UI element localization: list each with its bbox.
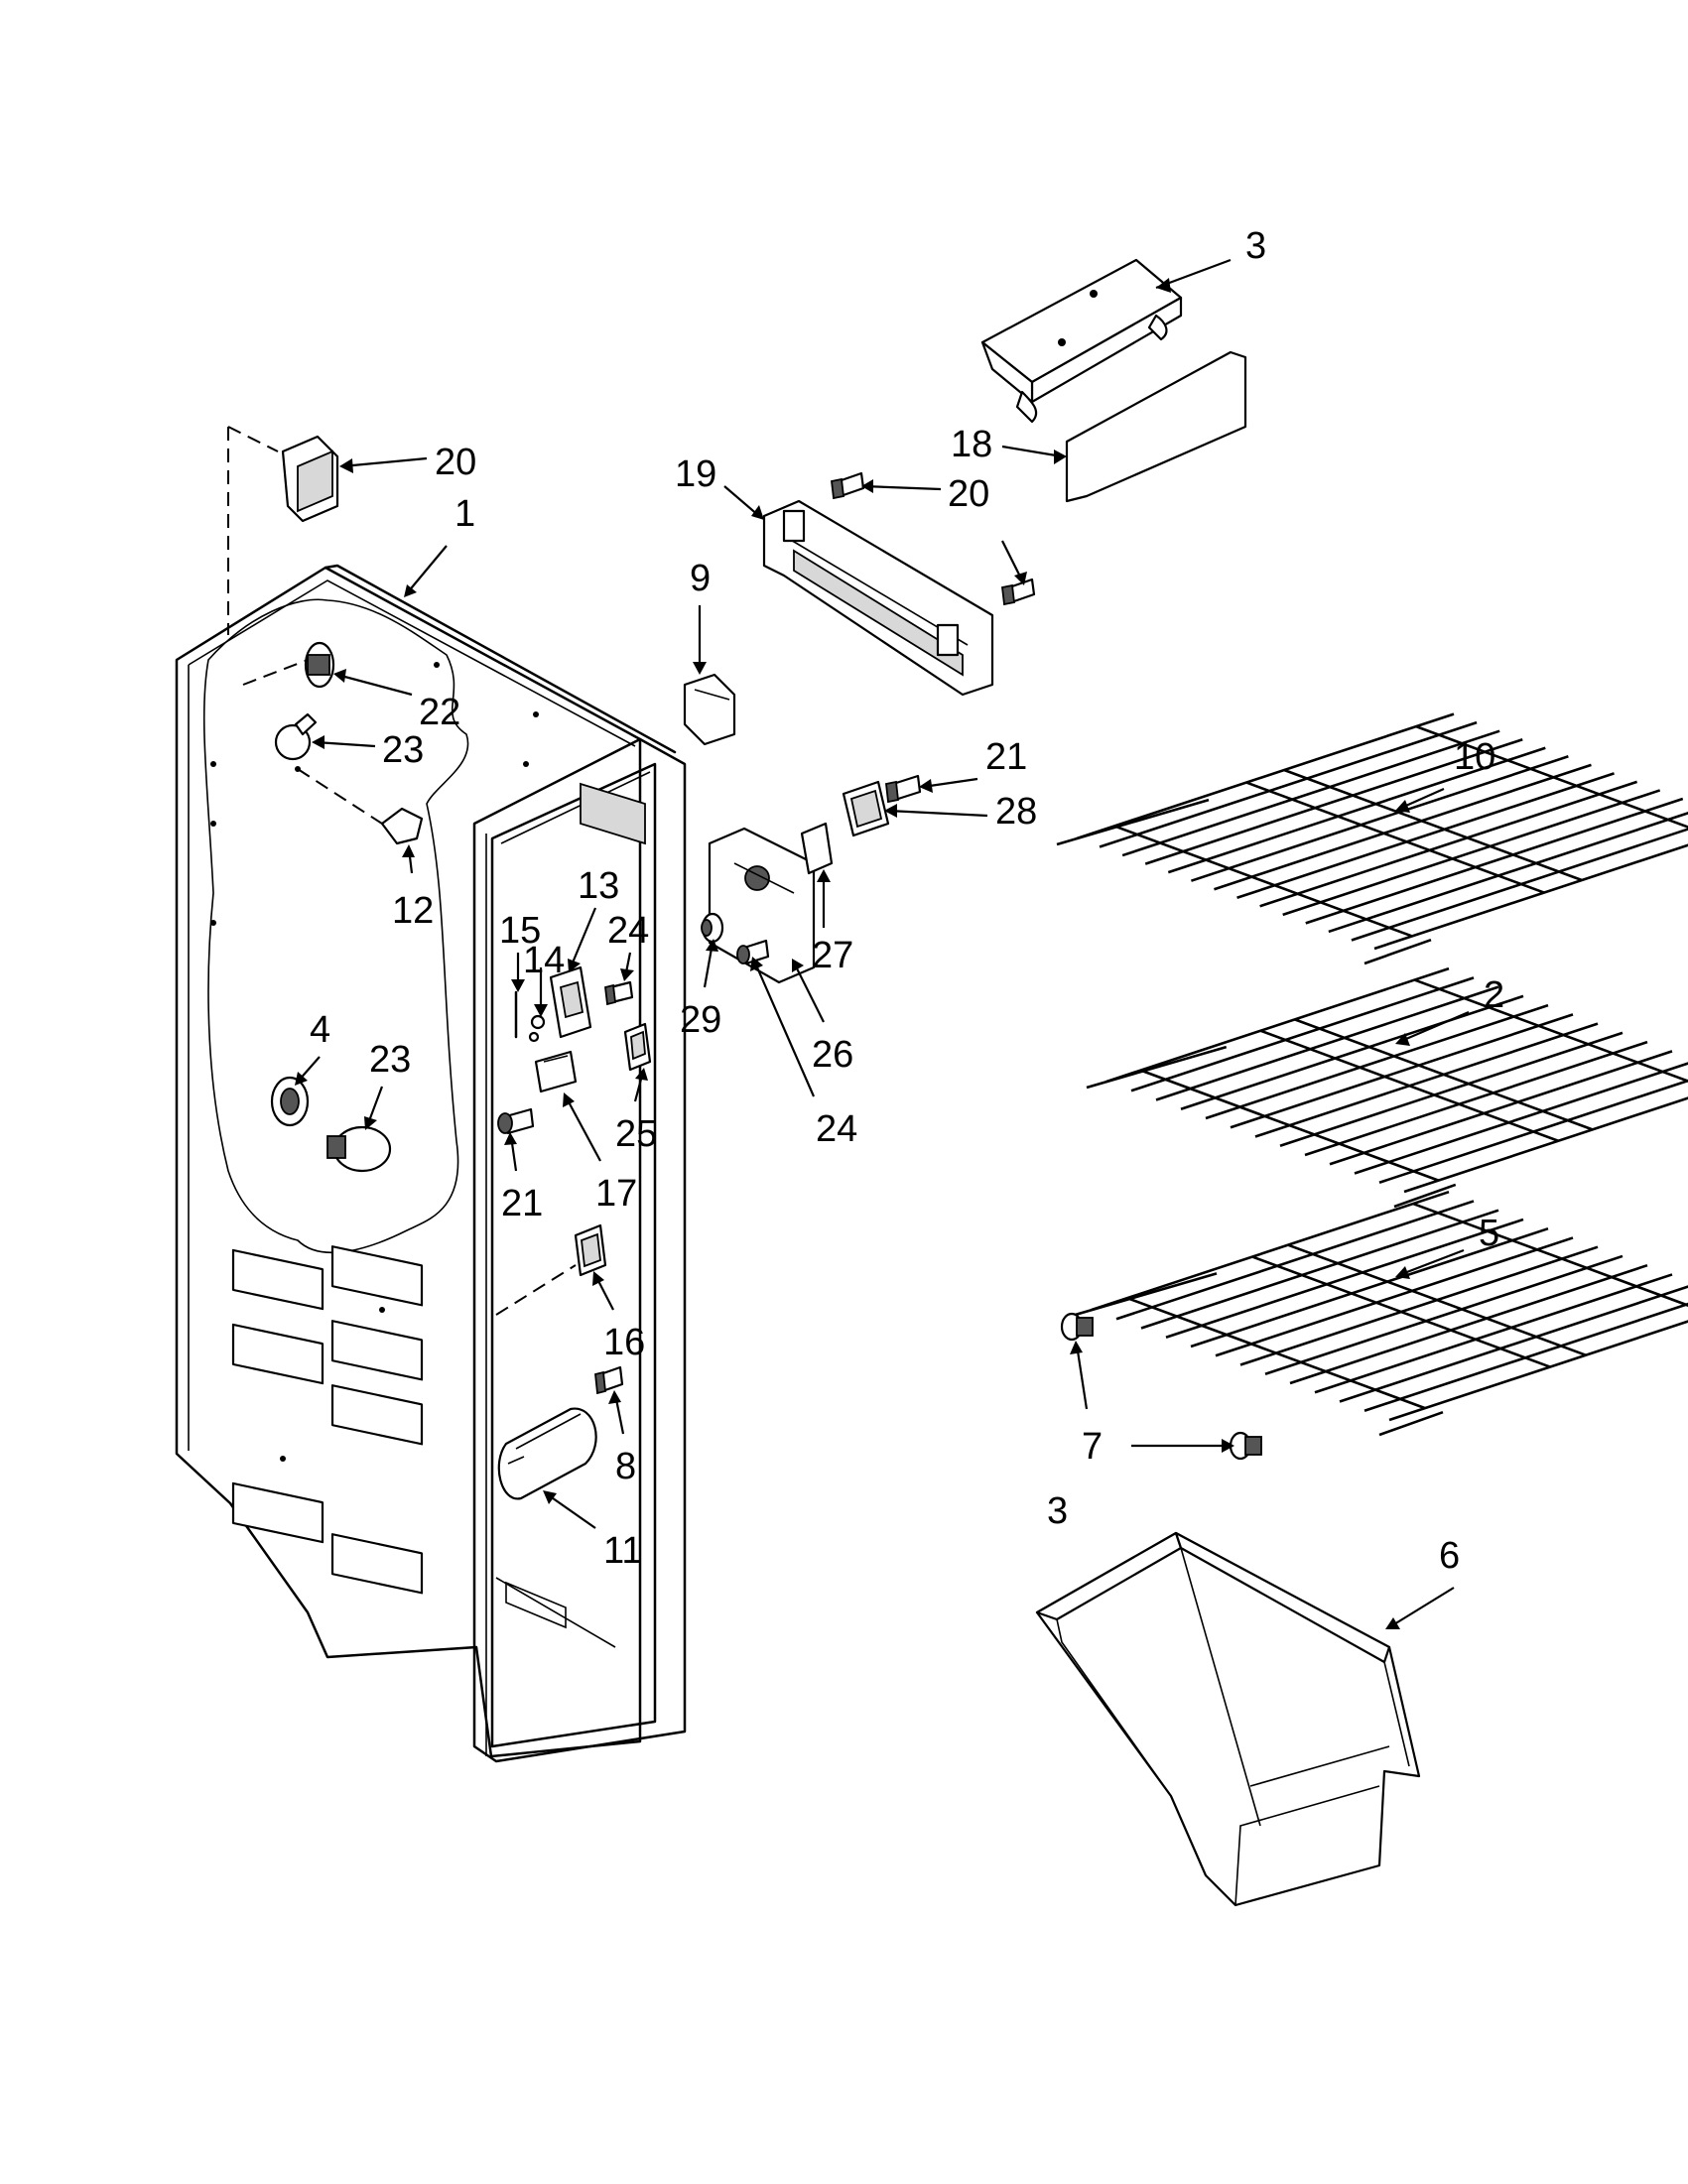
callout-23-upper: 23 xyxy=(382,729,424,771)
screw-part-21-lower xyxy=(497,1107,535,1135)
callout-10: 10 xyxy=(1454,736,1495,778)
callout-9: 9 xyxy=(690,558,711,599)
wire-shelf-part-2 xyxy=(1086,966,1688,1209)
callout-1: 1 xyxy=(454,493,475,535)
callout-21-upper: 21 xyxy=(985,736,1027,778)
callout-18: 18 xyxy=(951,424,992,465)
lamp-socket-part-4 xyxy=(270,1076,310,1127)
control-housing-part-13 xyxy=(549,965,592,1039)
screw-part-20-lower xyxy=(1001,578,1036,606)
callout-24-lower: 24 xyxy=(816,1108,857,1150)
switch-part-16 xyxy=(495,1223,607,1316)
callout-27: 27 xyxy=(812,935,853,976)
air-duct-part-19 xyxy=(762,499,994,697)
leader-lines xyxy=(295,258,1470,1629)
switch-part-28 xyxy=(842,780,890,837)
callout-8: 8 xyxy=(615,1446,636,1487)
clip-part-20 xyxy=(227,426,339,635)
callout-22: 22 xyxy=(419,692,460,733)
spring-part-14 xyxy=(528,1014,546,1043)
cabinet-liner xyxy=(175,564,687,1763)
callout-20-clip: 20 xyxy=(435,442,476,483)
screw-part-20-upper xyxy=(831,471,865,500)
callout-20-duct: 20 xyxy=(948,473,989,515)
callout-7: 7 xyxy=(1082,1426,1103,1468)
callout-11: 11 xyxy=(603,1530,642,1572)
callout-19: 19 xyxy=(675,453,716,495)
callout-25: 25 xyxy=(615,1113,657,1155)
callout-12: 12 xyxy=(392,890,434,932)
wire-shelf-part-5 xyxy=(1071,1190,1688,1437)
bracket-part-12 xyxy=(295,766,424,845)
callout-14: 14 xyxy=(523,940,565,981)
callout-2: 2 xyxy=(1484,974,1504,1016)
callout-16: 16 xyxy=(603,1322,645,1363)
storage-bin-part-6 xyxy=(1035,1531,1421,1907)
light-bulb-part-23-lower xyxy=(326,1125,392,1173)
callout-26: 26 xyxy=(812,1034,853,1076)
callout-21-lower: 21 xyxy=(501,1183,543,1224)
callout-4: 4 xyxy=(310,1009,330,1051)
knob-part-29 xyxy=(701,912,724,944)
cover-part-25 xyxy=(623,1022,652,1072)
callout-23-lower: 23 xyxy=(369,1039,411,1081)
screw-part-24-upper xyxy=(604,980,634,1006)
shelf-support-part-7-right xyxy=(1229,1431,1262,1461)
callout-17: 17 xyxy=(595,1173,637,1215)
board-part-17 xyxy=(534,1050,578,1093)
bracket-part-27 xyxy=(800,822,834,875)
duct-cover-part-3 xyxy=(980,258,1183,424)
screw-part-8 xyxy=(594,1365,624,1395)
callout-24-upper: 24 xyxy=(607,910,649,952)
shelf-support-part-7-left xyxy=(1060,1312,1094,1342)
callout-29: 29 xyxy=(680,999,721,1041)
light-bulb-part-23-upper xyxy=(274,712,318,761)
callout-28: 28 xyxy=(995,791,1037,833)
callout-6: 6 xyxy=(1439,1535,1460,1577)
wire-shelf-part-10 xyxy=(1056,712,1688,965)
control-box-part-26 xyxy=(708,827,816,984)
callout-3-bottom: 3 xyxy=(1047,1490,1068,1532)
callout-13: 13 xyxy=(578,865,619,907)
screw-part-21-upper xyxy=(885,774,922,804)
callout-3-top: 3 xyxy=(1245,225,1266,267)
light-socket-part-22 xyxy=(242,641,335,689)
callout-labels: 3 18 19 20 20 1 9 22 23 21 10 28 12 13 1… xyxy=(310,225,1504,1577)
ballast-part-11 xyxy=(497,1407,597,1500)
callout-5: 5 xyxy=(1479,1213,1499,1254)
callout-15: 15 xyxy=(499,910,541,952)
screw-part-24-lower xyxy=(736,939,770,965)
duct-panel-part-18 xyxy=(1065,350,1247,503)
housing-part-9 xyxy=(683,673,736,746)
